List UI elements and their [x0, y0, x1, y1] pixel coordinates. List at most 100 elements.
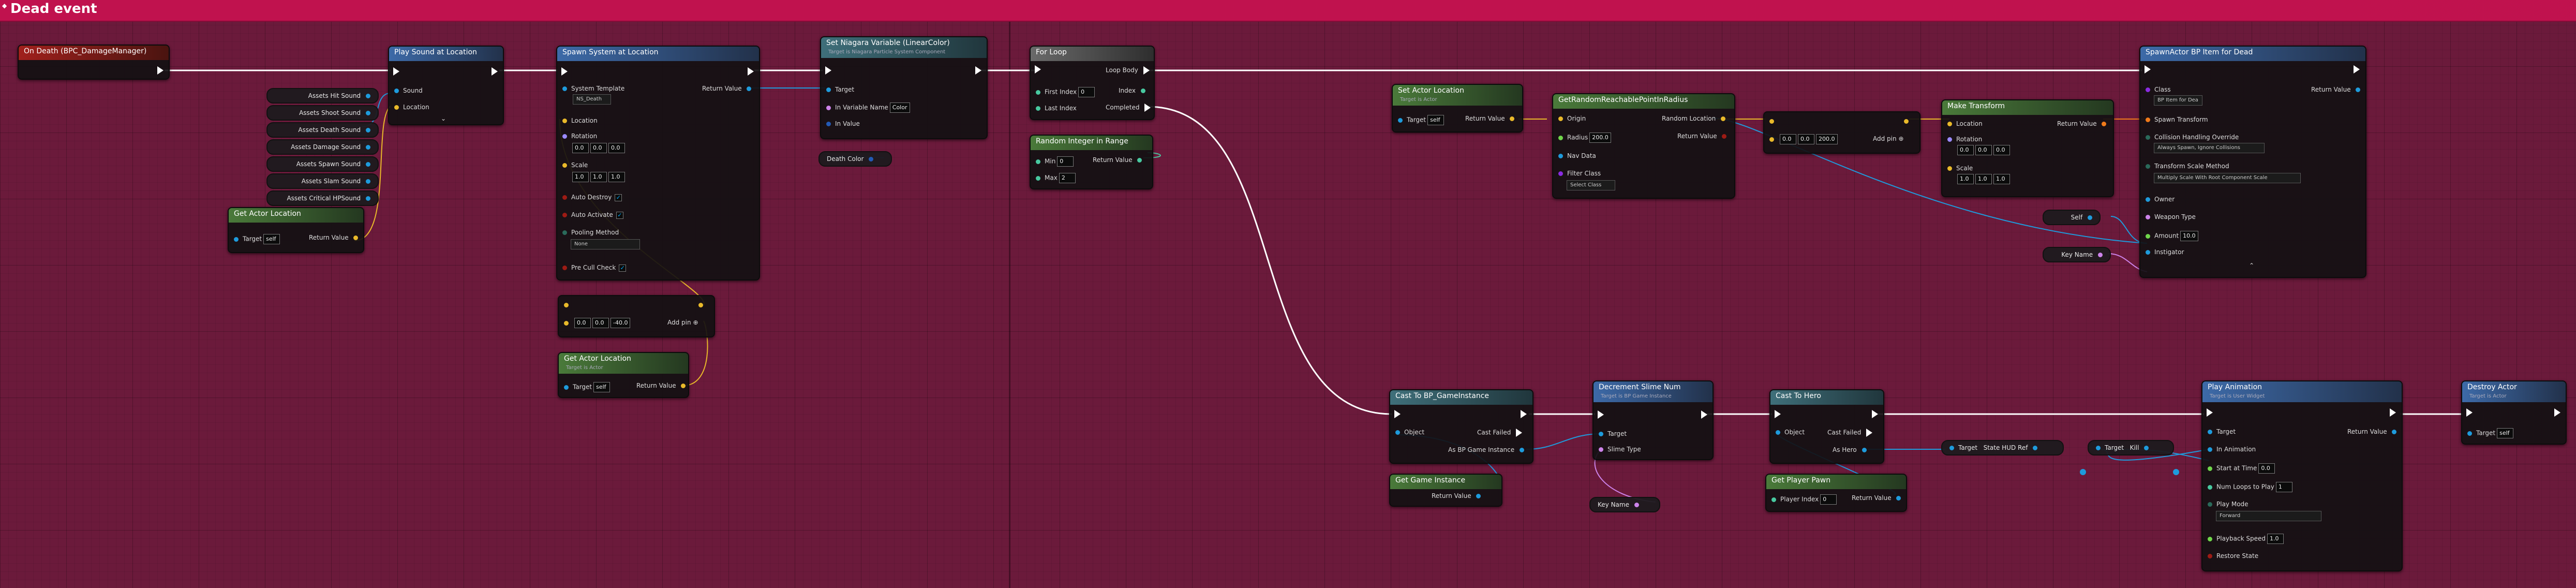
scale-z-field[interactable]: 1.0 [608, 172, 625, 182]
target-pin[interactable] [1398, 117, 1403, 123]
asset-pill[interactable]: Assets Hit Sound [266, 88, 379, 104]
color-pin[interactable] [869, 157, 874, 161]
playback-speed-pin[interactable] [2208, 536, 2212, 541]
play-sound-at-location-node[interactable]: Play Sound at Location Sound Location ⌄ [388, 46, 504, 125]
z-field[interactable]: -40.0 [611, 318, 631, 328]
target-pin[interactable] [564, 385, 569, 390]
exec-out-pin[interactable] [975, 66, 981, 75]
reroute-node[interactable] [2173, 469, 2179, 475]
asset-pill[interactable]: Assets Critical HPSound [266, 190, 379, 206]
y-field[interactable]: 0.0 [592, 318, 609, 328]
in-value-pin[interactable] [826, 122, 831, 126]
exec-out-pin[interactable] [2554, 408, 2560, 417]
object-pin[interactable] [366, 94, 370, 98]
auto-activate-checkbox[interactable]: ✓ [616, 211, 623, 219]
transform-scale-pin[interactable] [2146, 164, 2150, 169]
target-pin[interactable] [2208, 430, 2212, 434]
precull-pin[interactable] [562, 266, 567, 270]
self-reference[interactable]: Self [2043, 210, 2101, 225]
exec-in-pin[interactable] [2466, 408, 2473, 417]
get-random-reachable-point-node[interactable]: GetRandomReachablePointInRadius Origin R… [1552, 93, 1735, 199]
exec-in-pin[interactable] [561, 67, 568, 76]
auto-activate-pin[interactable] [562, 213, 567, 217]
return-pin[interactable] [1722, 134, 1727, 139]
object-pin[interactable] [366, 128, 370, 133]
random-location-pin[interactable] [1721, 116, 1726, 121]
vector-pin[interactable] [1769, 137, 1774, 142]
target-pin[interactable] [1599, 432, 1603, 436]
make-transform-node[interactable]: Make Transform Location Return Value Rot… [1941, 99, 2114, 197]
exec-out-pin[interactable] [1521, 410, 1527, 418]
cast-failed-pin[interactable] [1516, 429, 1523, 437]
variable-name-pin[interactable] [826, 105, 831, 110]
playback-speed-field[interactable]: 1.0 [2267, 534, 2284, 544]
template-pin[interactable] [562, 86, 567, 91]
name-pin[interactable] [2098, 253, 2103, 257]
rotation-pin[interactable] [562, 134, 567, 139]
radius-field[interactable]: 200.0 [1589, 133, 1611, 143]
pooling-select[interactable]: None [571, 239, 640, 249]
target-pin[interactable] [1949, 446, 1954, 450]
target-self-field[interactable]: self [1427, 115, 1445, 125]
target-pin[interactable] [2096, 446, 2101, 450]
cast-to-game-instance-node[interactable]: Cast To BP_GameInstance Object Cast Fail… [1389, 389, 1533, 464]
event-on-death-node[interactable]: On Death (BPC_DamageManager) [18, 45, 170, 80]
object-pin[interactable] [366, 196, 370, 201]
amount-field[interactable]: 10.0 [2180, 231, 2198, 241]
transform-scale-select[interactable]: Multiply Scale With Root Component Scale [2154, 173, 2301, 183]
object-pin[interactable] [366, 145, 370, 150]
origin-pin[interactable] [1558, 116, 1563, 121]
max-field[interactable]: 2 [1059, 173, 1076, 183]
nav-data-pin[interactable] [1558, 154, 1563, 158]
pooling-pin[interactable] [562, 230, 567, 235]
exec-in-pin[interactable] [2207, 408, 2213, 417]
loop-body-pin[interactable] [1143, 66, 1150, 75]
return-pin[interactable] [1137, 158, 1142, 163]
return-pin[interactable] [2144, 446, 2149, 450]
vector-out-pin[interactable] [1904, 119, 1909, 124]
scale-z-field[interactable]: 1.0 [1993, 174, 2010, 184]
return-pin[interactable] [681, 384, 686, 388]
scale-pin[interactable] [562, 163, 567, 168]
collapse-chevron-icon[interactable]: ⌃ [2249, 262, 2255, 269]
min-field[interactable]: 0 [1057, 156, 1074, 167]
class-select[interactable]: BP Item for Dea [2154, 95, 2202, 106]
rotation-z-field[interactable]: 0.0 [1993, 145, 2010, 155]
comment-box[interactable]: ◆ Dead event [0, 0, 2576, 22]
play-mode-pin[interactable] [2208, 502, 2212, 507]
return-pin[interactable] [747, 86, 752, 91]
num-loops-field[interactable]: 1 [2275, 482, 2292, 492]
player-index-field[interactable]: 0 [1820, 494, 1837, 505]
template-select[interactable]: NS_Death [573, 94, 611, 105]
exec-out-pin[interactable] [748, 67, 754, 76]
scale-pin[interactable] [1947, 166, 1952, 171]
self-pin[interactable] [2088, 215, 2092, 220]
location-pin[interactable] [1947, 122, 1952, 126]
x-field[interactable]: 0.0 [574, 318, 591, 328]
name-pin[interactable] [1634, 503, 1639, 507]
exec-out-pin[interactable] [1872, 410, 1878, 418]
return-pin[interactable] [1896, 496, 1901, 501]
exec-in-pin[interactable] [825, 66, 831, 75]
collision-pin[interactable] [2146, 135, 2150, 140]
asset-pill[interactable]: Assets Death Sound [266, 122, 379, 138]
filter-class-pin[interactable] [1558, 171, 1563, 176]
instigator-pin[interactable] [2146, 250, 2150, 255]
x-field[interactable]: 0.0 [1780, 134, 1796, 144]
reroute-node[interactable] [2080, 469, 2086, 475]
cast-to-hero-node[interactable]: Cast To Hero Object Cast Failed As Hero [1769, 389, 1884, 464]
collision-select[interactable]: Always Spawn, Ignore Collisions [2154, 143, 2265, 153]
asset-pill[interactable]: Assets Shoot Sound [266, 105, 379, 121]
object-pin[interactable] [1395, 430, 1400, 435]
min-pin[interactable] [1036, 159, 1040, 164]
